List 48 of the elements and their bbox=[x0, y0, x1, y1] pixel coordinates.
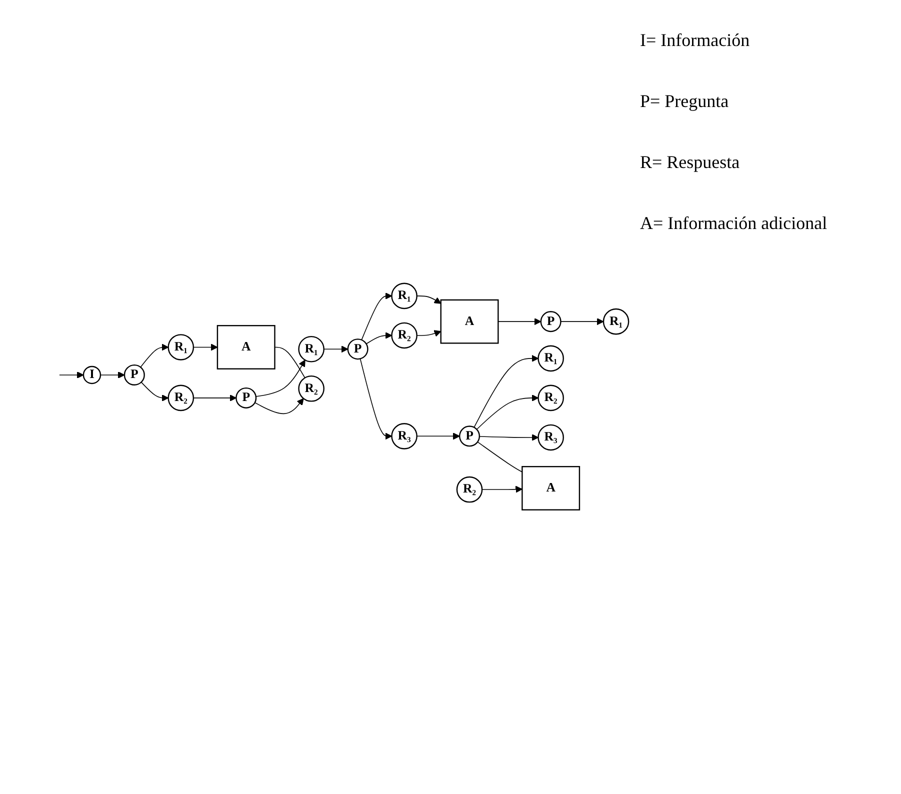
arrow bbox=[498, 318, 542, 326]
node-circle: P bbox=[540, 311, 562, 332]
node-circle: P bbox=[459, 426, 480, 448]
arrow bbox=[100, 372, 125, 379]
arrow bbox=[479, 434, 539, 442]
arrow bbox=[366, 332, 392, 345]
arrow bbox=[560, 318, 604, 326]
node-circle: R₁ bbox=[391, 283, 418, 310]
arrow bbox=[416, 433, 460, 440]
connector bbox=[274, 347, 306, 379]
arrow bbox=[416, 296, 442, 304]
legend-note: R= Respuesta bbox=[640, 152, 741, 173]
legend-note: I= Información bbox=[640, 30, 751, 51]
node-circle: R₁ bbox=[168, 334, 194, 361]
arrow bbox=[416, 330, 442, 338]
arrow bbox=[254, 398, 304, 414]
arrow bbox=[474, 355, 539, 428]
node-circle: I bbox=[82, 366, 102, 384]
node-circle: R₁ bbox=[298, 336, 324, 363]
node-circle: R₂ bbox=[538, 385, 564, 412]
legend-note: A= Información adicional bbox=[640, 213, 828, 234]
node-circle: R₂ bbox=[168, 385, 194, 412]
node-box: A bbox=[440, 300, 499, 344]
arrow bbox=[59, 372, 84, 379]
node-circle: P bbox=[236, 388, 257, 409]
node-circle: R₃ bbox=[538, 424, 564, 451]
arrow bbox=[361, 292, 392, 341]
arrow bbox=[360, 358, 392, 440]
node-circle: R₂ bbox=[456, 476, 483, 504]
arrow bbox=[256, 360, 306, 398]
node-circle: R₂ bbox=[298, 376, 324, 402]
node-box: A bbox=[522, 466, 580, 511]
arrow bbox=[482, 486, 522, 494]
arrow bbox=[140, 344, 169, 368]
arrow bbox=[193, 394, 236, 402]
arrow bbox=[323, 346, 348, 354]
node-box: A bbox=[216, 325, 276, 370]
arrow bbox=[193, 344, 218, 352]
connector bbox=[477, 442, 523, 473]
node-circle: R₁ bbox=[538, 346, 564, 372]
node-circle: R₁ bbox=[602, 308, 630, 336]
arrow bbox=[476, 394, 539, 430]
node-circle: P bbox=[124, 364, 145, 386]
legend-note: P= Pregunta bbox=[640, 91, 730, 112]
arrow bbox=[140, 382, 169, 402]
node-circle: P bbox=[347, 338, 368, 360]
node-circle: R₃ bbox=[391, 423, 418, 450]
node-circle: R₂ bbox=[391, 322, 418, 349]
